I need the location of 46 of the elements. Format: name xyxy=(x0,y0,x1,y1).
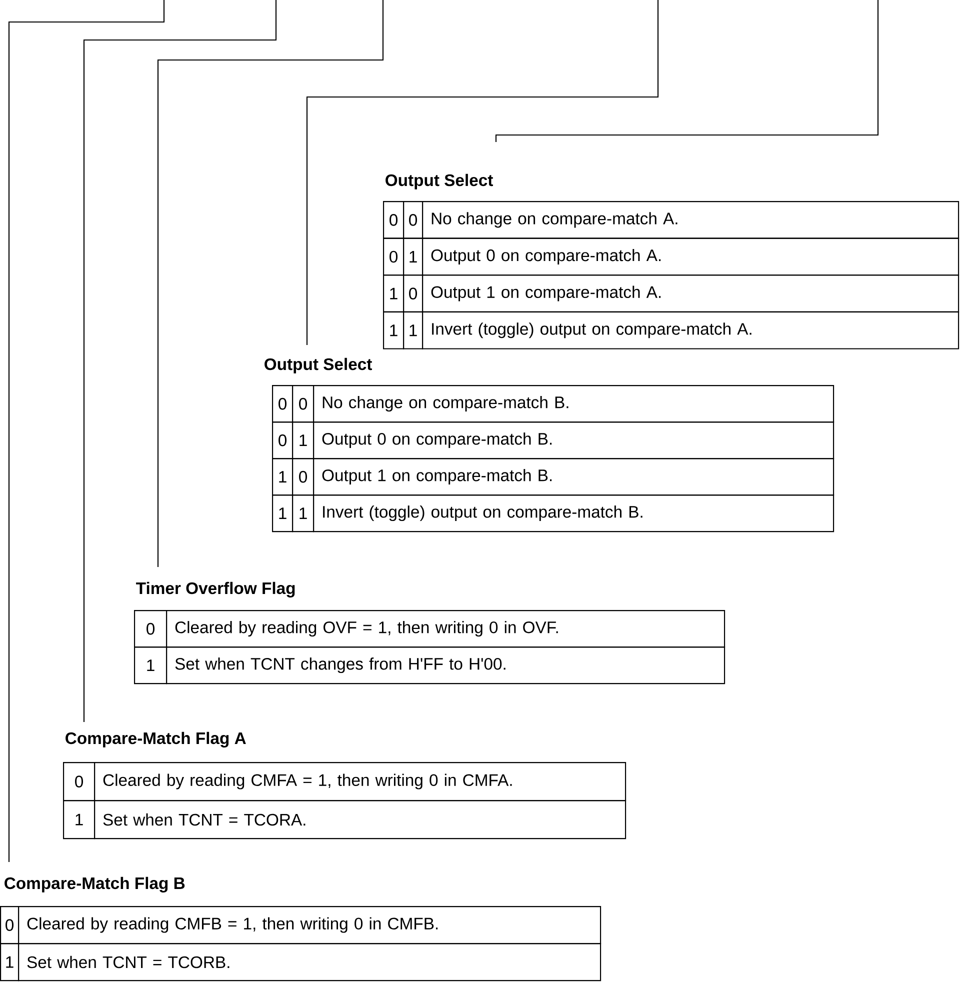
table-cell: Output 1 on compare-match A. xyxy=(422,274,960,312)
table-cell: No change on compare-match A. xyxy=(422,201,960,239)
leader-line xyxy=(8,0,165,862)
table-cell: 0 xyxy=(272,422,294,460)
table-cell: Cleared by reading OVF = 1, then writing 0 in OVF. xyxy=(166,610,726,648)
table-cell: 1 xyxy=(272,494,294,532)
table-cell: 1 xyxy=(134,646,168,684)
table-cell: Output 0 on compare-match B. xyxy=(313,422,834,460)
table-cell: 0 xyxy=(0,906,20,944)
table-cell: Set when TCNT = TCORB. xyxy=(18,943,602,982)
leader-line xyxy=(157,0,384,567)
table-cell: 0 xyxy=(63,762,96,802)
table-cell: Cleared by reading CMFA = 1, then writing 0 in CMFA. xyxy=(94,762,626,802)
table-cell: Set when TCNT changes from H'FF to H'00. xyxy=(166,646,726,684)
table-cell: Set when TCNT = TCORA. xyxy=(94,800,626,840)
table-cell: 1 xyxy=(292,422,314,460)
table-cell: Cleared by reading CMFB = 1, then writing 0 in CMFB. xyxy=(18,906,602,944)
table-cell: 1 xyxy=(292,494,314,532)
table-cell: 0 xyxy=(403,274,424,312)
table-cell: 0 xyxy=(292,385,314,423)
table-cell: 0 xyxy=(383,238,404,276)
table-heading: Timer Overflow Flag xyxy=(136,582,295,598)
leader-line xyxy=(83,0,277,722)
table-cell: Output 0 on compare-match A. xyxy=(422,238,960,276)
table-cell: 1 xyxy=(272,458,294,496)
table-cell: 0 xyxy=(134,610,168,648)
table-cell: 0 xyxy=(383,201,404,239)
table-cell: Invert (toggle) output on compare-match A. xyxy=(422,311,960,350)
leader-line xyxy=(495,0,879,142)
leader-line xyxy=(306,0,659,345)
table-cell: Output 1 on compare-match B. xyxy=(313,458,834,496)
table-cell: 1 xyxy=(383,274,404,312)
table-cell: 0 xyxy=(292,458,314,496)
table-heading: Compare-Match Flag A xyxy=(66,732,246,748)
table-heading: Compare-Match Flag B xyxy=(4,876,185,892)
table-heading: Output Select xyxy=(386,174,493,190)
table-cell: 0 xyxy=(403,201,424,239)
table-cell: 1 xyxy=(403,238,424,276)
table-cell: Invert (toggle) output on compare-match B. xyxy=(313,494,834,532)
table-cell: 1 xyxy=(403,311,424,350)
table-heading: Output Select xyxy=(264,358,372,374)
table-cell: No change on compare-match B. xyxy=(313,385,834,423)
table-cell: 1 xyxy=(383,311,404,350)
table-cell: 0 xyxy=(272,385,294,423)
table-cell: 1 xyxy=(0,943,20,982)
table-cell: 1 xyxy=(63,800,96,840)
